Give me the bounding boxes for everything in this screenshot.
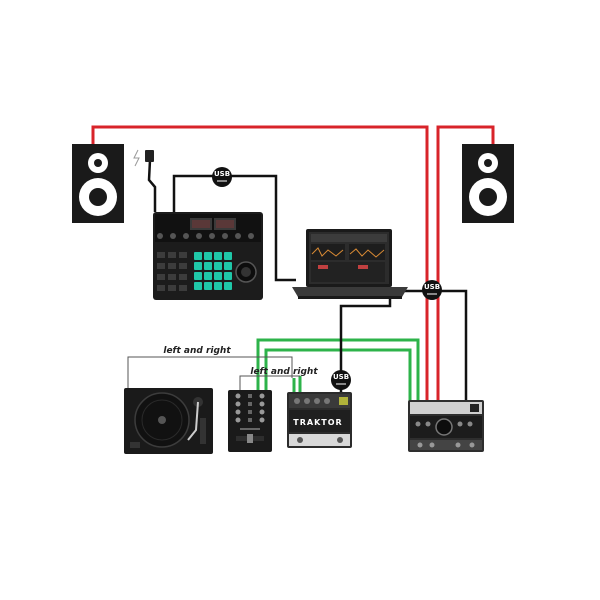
controller-pad: [214, 272, 222, 280]
mixer-knob: [235, 409, 241, 415]
svg-text:USB: USB: [333, 373, 349, 381]
mixer-knob: [235, 417, 241, 423]
controller-button: [168, 263, 176, 269]
mixer-button: [248, 410, 252, 414]
left-and-right-label: left and right: [163, 346, 231, 356]
controller-knob: [183, 233, 189, 239]
controller-knob: [157, 233, 163, 239]
controller-pad: [194, 262, 202, 270]
controller-button: [168, 285, 176, 291]
mixer-button: [248, 402, 252, 406]
controller-pad: [194, 252, 202, 260]
speaker-cables: [91, 125, 495, 402]
usb-badge-controller: USB: [212, 167, 232, 187]
traktor-audio-interface: TRAKTOR: [287, 392, 352, 448]
controller-button: [157, 263, 165, 269]
controller-pad: [204, 282, 212, 290]
mixer-knob: [235, 401, 241, 407]
controller-button: [157, 285, 165, 291]
power-plug: [133, 149, 154, 167]
controller-knob: [235, 233, 241, 239]
audio-interface: [408, 400, 484, 452]
controller-knob: [248, 233, 254, 239]
controller-pad: [214, 282, 222, 290]
controller-button: [157, 252, 165, 258]
controller-button: [179, 274, 187, 280]
controller-button: [168, 274, 176, 280]
mixer-button: [248, 418, 252, 422]
mixer-knob: [235, 393, 241, 399]
controller-knob: [196, 233, 202, 239]
mixer-knob: [259, 417, 265, 423]
controller-pad: [204, 252, 212, 260]
svg-text:USB: USB: [424, 283, 440, 291]
turntable-cable: [127, 356, 300, 392]
controller-button: [179, 252, 187, 258]
turntable: [124, 388, 213, 454]
controller-pad: [194, 282, 202, 290]
controller-pad: [214, 262, 222, 270]
controller-button: [179, 285, 187, 291]
controller-pad: [194, 272, 202, 280]
controller-button: [157, 274, 165, 280]
audio-cables: [256, 338, 420, 402]
maschine-controller: [153, 212, 263, 300]
laptop: [292, 229, 408, 299]
controller-pad: [204, 272, 212, 280]
dj-mixer: [228, 390, 272, 452]
left-speaker: [72, 144, 124, 223]
svg-text:USB: USB: [214, 170, 230, 178]
controller-knob: [209, 233, 215, 239]
controller-button: [179, 263, 187, 269]
traktor-brand-label: TRAKTOR: [293, 418, 342, 427]
usb-badge-audio-interface: USB: [331, 370, 351, 390]
controller-knob: [222, 233, 228, 239]
mixer-button: [248, 394, 252, 398]
mixer-knob: [259, 401, 265, 407]
controller-knob: [170, 233, 176, 239]
controller-pad: [224, 282, 232, 290]
mixer-knob: [259, 393, 265, 399]
controller-pad: [214, 252, 222, 260]
mixer-knob: [259, 409, 265, 415]
controller-pad: [204, 262, 212, 270]
controller-button: [168, 252, 176, 258]
left-and-right-mixer-label: left and right: [250, 367, 318, 377]
controller-pad: [224, 262, 232, 270]
usb-badge-laptop: USB: [422, 280, 442, 300]
controller-pad: [224, 252, 232, 260]
right-speaker: [462, 144, 514, 223]
controller-pad: [224, 272, 232, 280]
